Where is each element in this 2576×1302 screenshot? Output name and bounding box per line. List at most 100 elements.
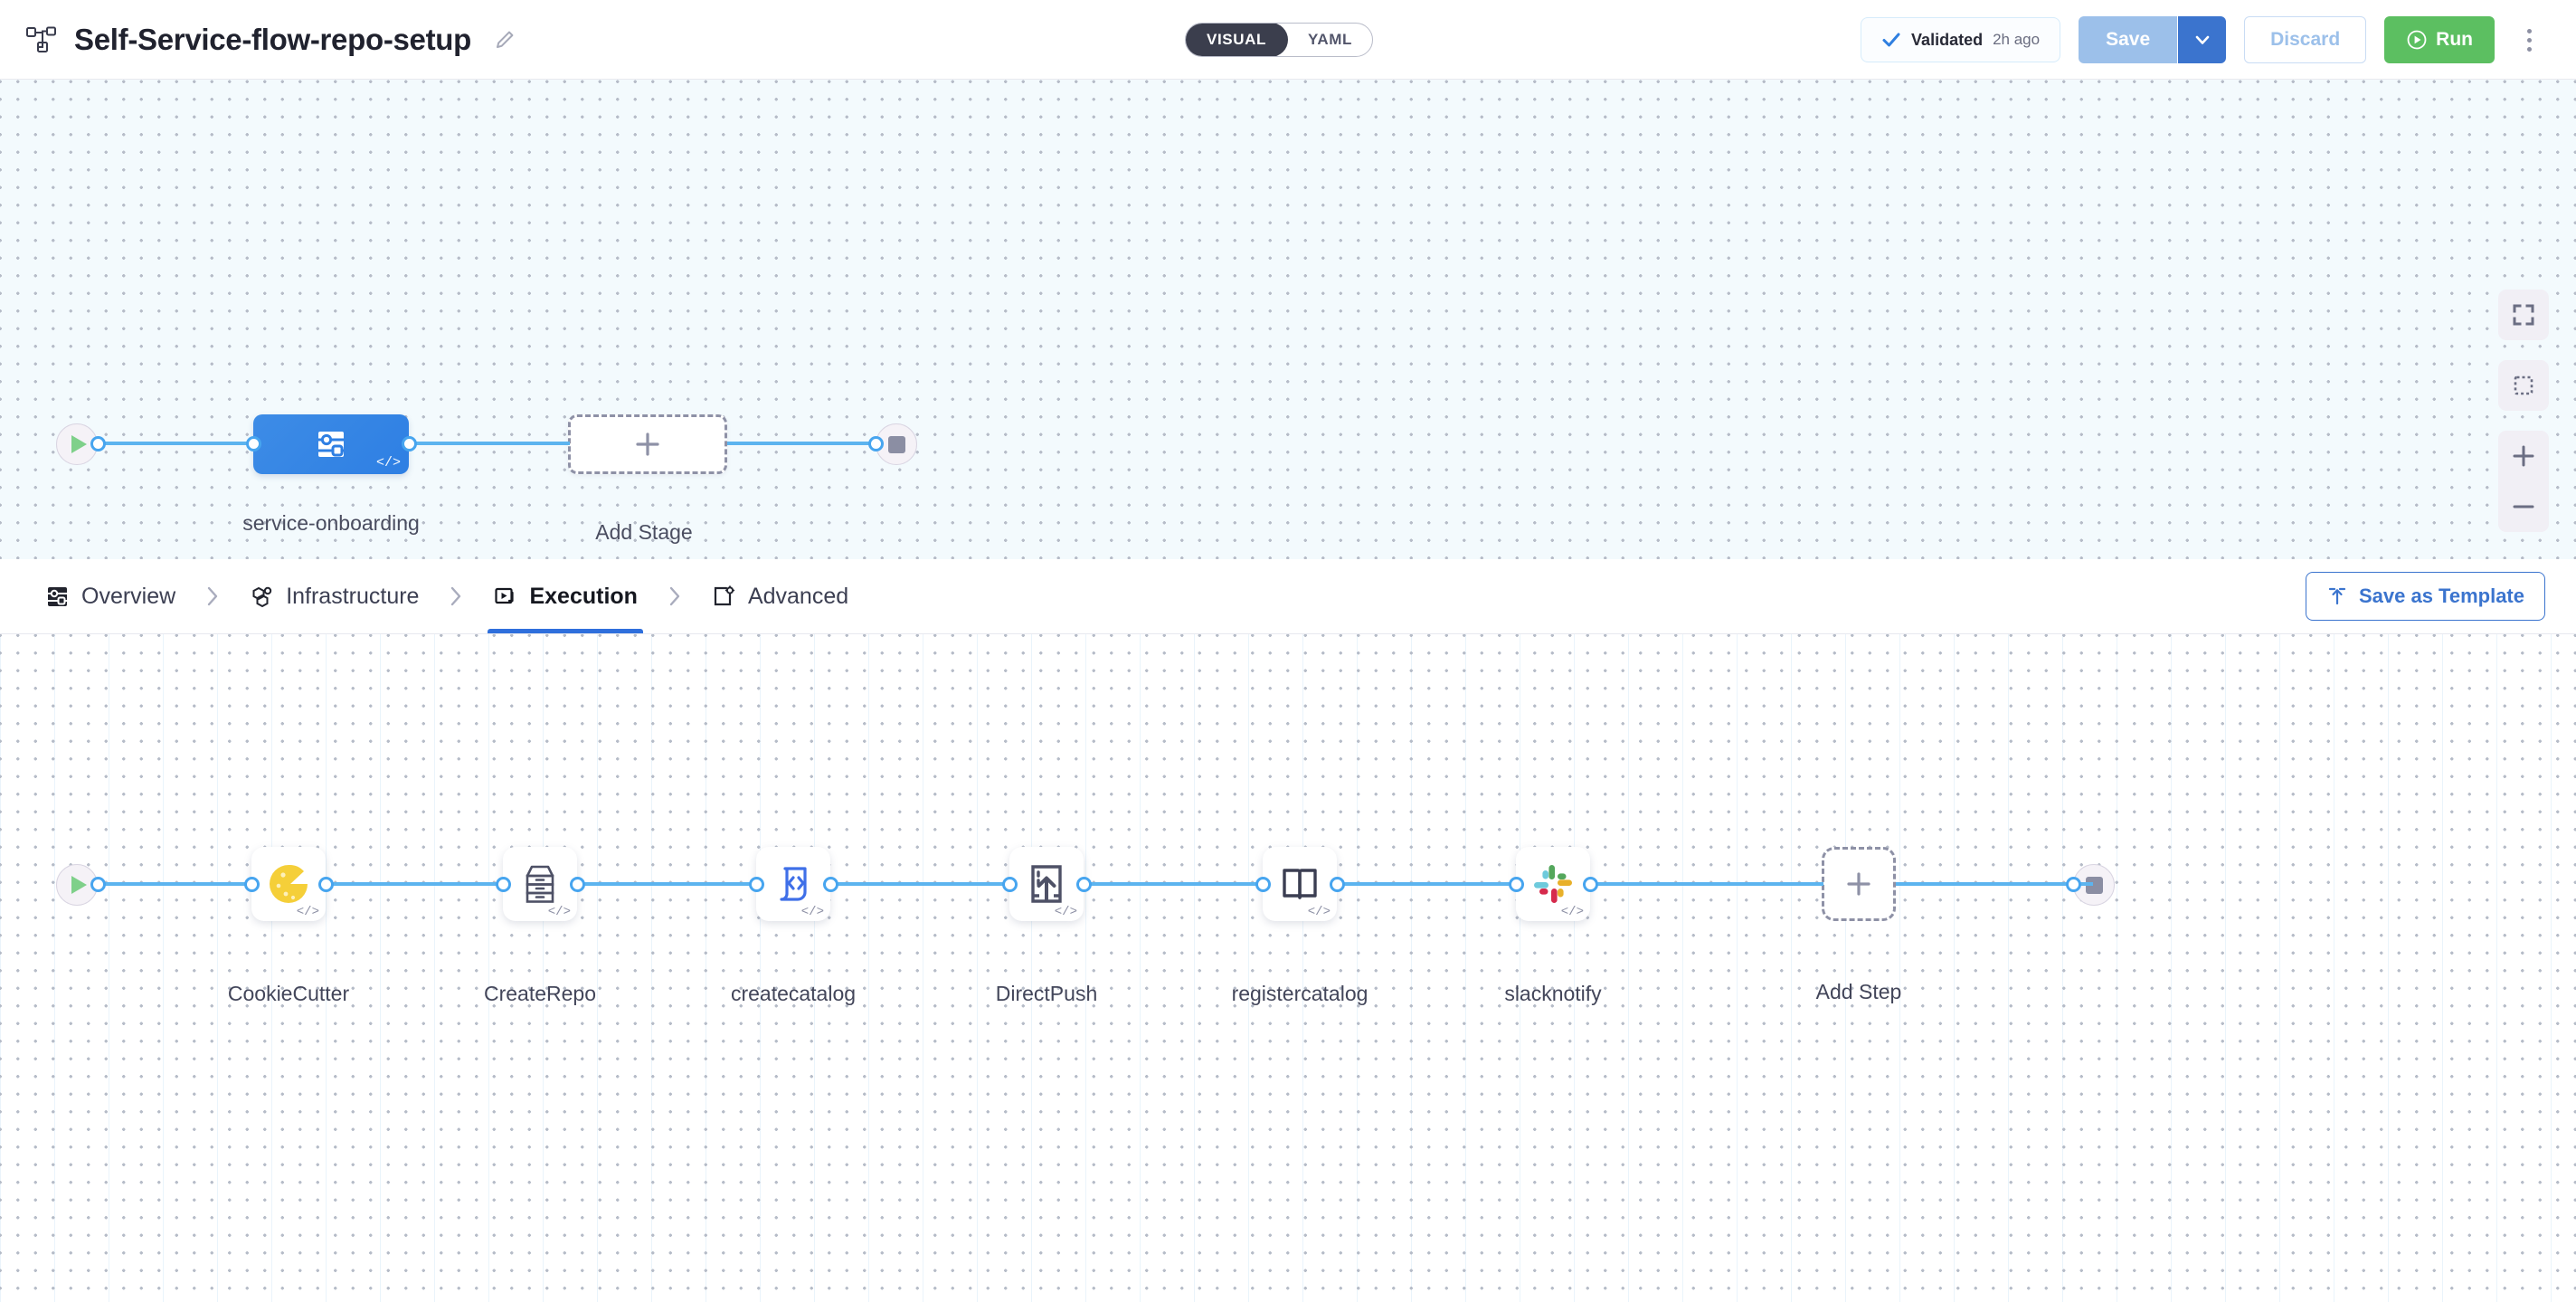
step-node-label: registercatalog: [1231, 982, 1368, 1005]
chevron-down-icon: [2193, 31, 2211, 49]
step-node-createcatalog[interactable]: </>: [756, 847, 830, 921]
step-output-port[interactable]: [823, 877, 838, 892]
code-document-icon: [771, 861, 816, 907]
step-input-port[interactable]: [244, 877, 260, 892]
step-edge: [1597, 882, 1823, 886]
tab-advanced[interactable]: Advanced: [706, 559, 854, 633]
tab-separator: [643, 584, 706, 608]
chevron-right-icon: [449, 584, 463, 608]
tab-execution-label: Execution: [529, 583, 638, 609]
kebab-menu-icon[interactable]: [2513, 20, 2545, 60]
tab-execution[interactable]: Execution: [488, 559, 644, 633]
add-stage-button[interactable]: [568, 414, 727, 474]
stage-output-port[interactable]: [402, 436, 417, 451]
stop-square-icon: [887, 435, 905, 453]
step-input-port[interactable]: [1509, 877, 1524, 892]
run-button[interactable]: Run: [2384, 16, 2495, 63]
step-node-label: slacknotify: [1504, 982, 1602, 1005]
step-node-label: DirectPush: [995, 982, 1098, 1005]
plus-icon: [1844, 870, 1873, 898]
kebab-dot: [2526, 46, 2532, 52]
step-output-port[interactable]: [1076, 877, 1092, 892]
validated-label: Validated: [1911, 30, 1984, 49]
page-title: Self-Service-flow-repo-setup: [74, 23, 472, 56]
canvas-tools: [2498, 290, 2549, 532]
step-output-port[interactable]: [570, 877, 585, 892]
step-input-port[interactable]: [1002, 877, 1018, 892]
tab-separator: [181, 584, 244, 608]
dashed-square-icon: [2512, 374, 2535, 397]
save-as-template-button[interactable]: Save as Template: [2305, 572, 2545, 621]
advanced-gear-box-icon: [712, 584, 736, 609]
tab-infrastructure[interactable]: Infrastructure: [244, 559, 424, 633]
step-input-port[interactable]: [496, 877, 511, 892]
step-node-directpush[interactable]: </>: [1009, 847, 1084, 921]
stage-node-label: service-onboarding: [242, 511, 420, 535]
check-icon: [1881, 30, 1901, 50]
step-end-port[interactable]: [2066, 877, 2081, 892]
pencil-edit-icon[interactable]: [493, 28, 516, 52]
step-node-slacknotify[interactable]: </>: [1516, 847, 1590, 921]
plus-icon: [633, 430, 662, 459]
minus-icon: [2512, 495, 2535, 518]
stage-end-port[interactable]: [868, 436, 884, 451]
step-node-createrepo[interactable]: </>: [503, 847, 577, 921]
step-edge: [333, 882, 510, 886]
step-node-registercatalog[interactable]: </>: [1263, 847, 1337, 921]
step-input-port[interactable]: [1255, 877, 1271, 892]
tabs: Overview Infrastructure: [40, 559, 854, 633]
marquee-select-button[interactable]: [2498, 360, 2549, 411]
chevron-right-icon: [205, 584, 220, 608]
run-label: Run: [2436, 29, 2473, 50]
step-output-port[interactable]: [1330, 877, 1345, 892]
step-code-badge: </>: [1054, 905, 1077, 919]
pipeline-nodes-icon: [25, 26, 58, 53]
step-code-badge: </>: [1307, 905, 1331, 919]
template-upload-icon: [2326, 585, 2348, 607]
stage-canvas[interactable]: </> service-onboarding Add Stage: [0, 80, 2576, 559]
step-edge: [584, 882, 763, 886]
save-button-group: Save: [2079, 16, 2227, 63]
step-code-badge: </>: [1560, 905, 1584, 919]
fit-to-screen-button[interactable]: [2498, 290, 2549, 340]
step-node-label: CreateRepo: [483, 982, 597, 1005]
play-triangle-icon: [71, 435, 87, 453]
zoom-in-button[interactable]: [2498, 431, 2549, 481]
tab-separator: [424, 584, 488, 608]
validated-time: 2h ago: [1993, 31, 2041, 48]
archive-drawers-icon: [517, 861, 563, 907]
toggle-yaml[interactable]: YAML: [1307, 31, 1352, 48]
stage-end-node[interactable]: [876, 423, 917, 465]
stop-square-icon: [2085, 876, 2103, 894]
header-actions: Validated 2h ago Save Discard: [1861, 16, 2545, 63]
step-node-cookiecutter[interactable]: </>: [251, 847, 326, 921]
kebab-dot: [2526, 37, 2532, 43]
kebab-dot: [2526, 28, 2532, 33]
tab-infrastructure-label: Infrastructure: [286, 583, 420, 609]
step-canvas[interactable]: </> CookieCutter </> CreateRepo: [0, 633, 2576, 1302]
save-dropdown-button[interactable]: [2177, 16, 2227, 63]
toggle-visual[interactable]: VISUAL: [1185, 24, 1288, 56]
step-output-port[interactable]: [1583, 877, 1598, 892]
save-button[interactable]: Save: [2079, 16, 2178, 63]
step-output-port[interactable]: [318, 877, 334, 892]
stage-input-port[interactable]: [246, 436, 261, 451]
step-edge: [1091, 882, 1270, 886]
step-code-badge: </>: [547, 905, 571, 919]
step-start-port[interactable]: [90, 877, 106, 892]
add-step-button[interactable]: [1822, 847, 1896, 921]
discard-button[interactable]: Discard: [2244, 16, 2367, 63]
tab-advanced-label: Advanced: [747, 583, 849, 609]
step-code-badge: </>: [800, 905, 824, 919]
play-circle-icon: [2406, 29, 2428, 51]
play-triangle-icon: [71, 876, 87, 894]
tab-overview[interactable]: Overview: [40, 559, 181, 633]
stage-edge: [727, 442, 877, 445]
stage-edge: [105, 442, 253, 445]
step-input-port[interactable]: [749, 877, 764, 892]
zoom-out-button[interactable]: [2498, 481, 2549, 532]
stage-start-port[interactable]: [90, 436, 106, 451]
step-edge: [1896, 882, 2093, 886]
stage-node-service-onboarding[interactable]: </>: [253, 414, 409, 474]
view-mode-toggle[interactable]: VISUAL YAML: [1185, 23, 1373, 57]
